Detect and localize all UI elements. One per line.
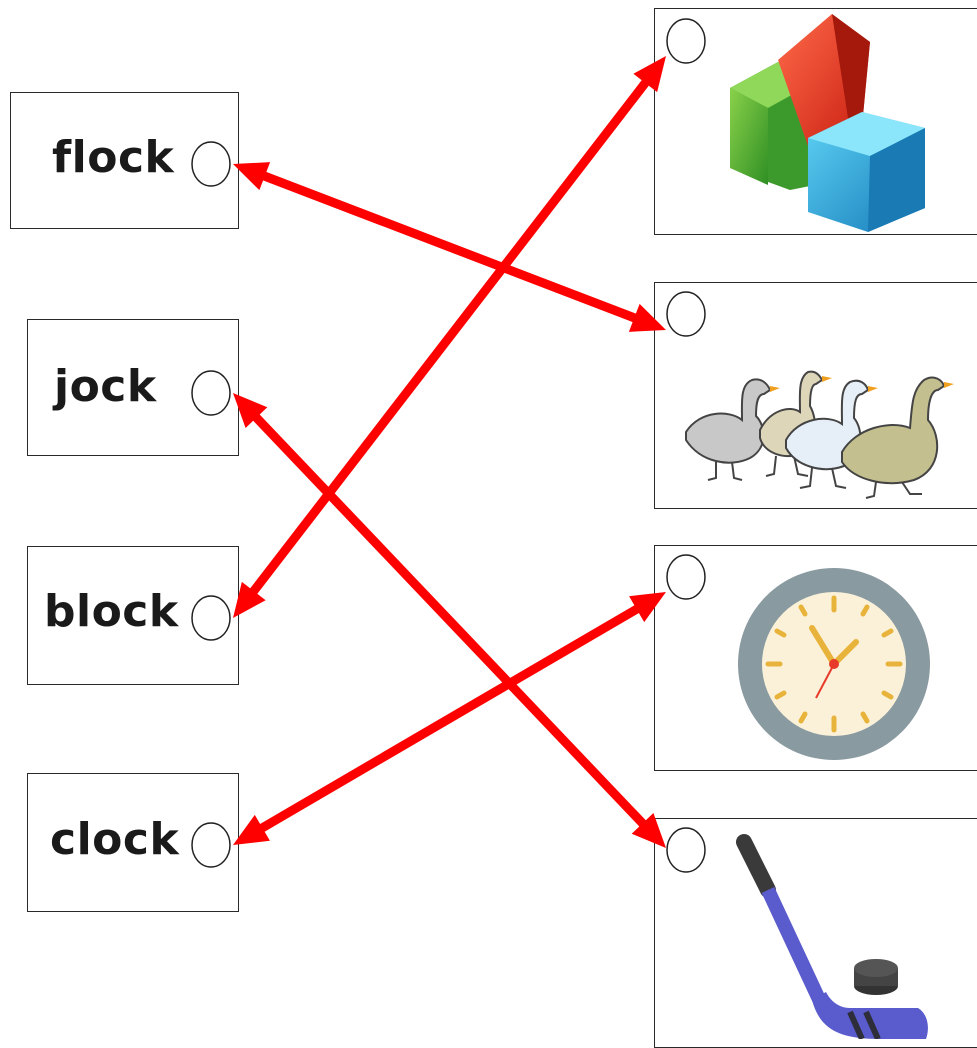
arrowhead-clock	[629, 592, 666, 623]
word-label-block: block	[44, 586, 179, 637]
toy-blocks-icon	[730, 14, 925, 232]
match-dot-flock[interactable]	[191, 141, 231, 187]
match-dot-hockey[interactable]	[666, 827, 706, 873]
arrowhead-flock	[233, 162, 271, 191]
wall-clock-icon	[738, 568, 930, 760]
arrowhead-hockey	[631, 813, 666, 848]
match-dot-clock-picture[interactable]	[666, 554, 706, 600]
match-dot-clock[interactable]	[191, 822, 231, 868]
arrowhead-block	[233, 581, 266, 618]
match-line-clock-clock	[256, 603, 643, 834]
geese-flock-icon	[685, 370, 954, 499]
match-line-flock-geese	[259, 170, 640, 324]
arrowhead-clock	[233, 814, 270, 845]
match-dot-jock[interactable]	[191, 370, 231, 416]
arrowhead-geese	[628, 303, 666, 332]
match-line-block-blocks	[247, 77, 652, 597]
word-label-clock: clock	[50, 814, 180, 865]
word-label-jock: jock	[54, 361, 157, 412]
hockey-stick-puck-icon	[736, 834, 928, 1039]
match-arrows	[233, 56, 666, 848]
match-dot-geese[interactable]	[666, 291, 706, 337]
match-dot-block[interactable]	[191, 595, 231, 641]
match-line-jock-hockey	[250, 411, 649, 830]
arrowhead-blocks	[633, 56, 666, 93]
match-dot-blocks[interactable]	[666, 18, 706, 64]
word-label-flock: flock	[52, 132, 175, 183]
arrowhead-jock	[233, 393, 268, 428]
